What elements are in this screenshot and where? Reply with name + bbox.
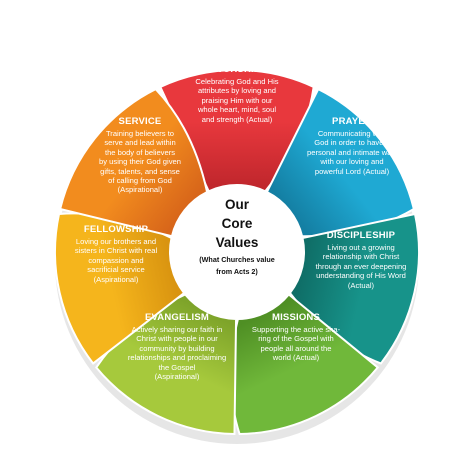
center-hub [170, 185, 304, 319]
segment-description: Living out a growing relationship with C… [315, 243, 407, 290]
segment-description: Communicating with God in order to have … [307, 129, 397, 176]
segment-description: Supporting the active sha- ring of the G… [251, 325, 341, 363]
segment-title: WORSHIP [213, 64, 261, 75]
segment-service: SERVICE Training believers to serve and … [84, 116, 196, 195]
segment-title: SERVICE [118, 116, 162, 127]
segment-fellowship: FELLOWSHIP Loving our brothers and siste… [64, 224, 168, 284]
segment-description: Actively sharing our faith in Christ wit… [127, 325, 227, 382]
center-title-line: Core [221, 216, 253, 231]
segment-title: DISCIPLESHIP [326, 230, 396, 241]
center-subtitle-line: from Acts 2) [216, 267, 258, 276]
center-title-line: Our [224, 197, 249, 212]
segment-title: EVANGELISM [144, 312, 210, 323]
segment-evangelism: EVANGELISM Actively sharing our faith in… [118, 312, 236, 381]
segment-description: Training believers to serve and lead wit… [99, 129, 181, 195]
segment-discipleship: DISCIPLESHIP Living out a growing relati… [306, 230, 416, 290]
segment-worship: WORSHIP Celebrating God and His attribut… [185, 64, 289, 124]
center-subtitle-line: (What Churches value [199, 255, 275, 264]
segment-title: PRAYER [332, 116, 372, 127]
segment-description: Loving our brothers and sisters in Chris… [74, 237, 158, 284]
segment-title: MISSIONS [271, 312, 321, 323]
segment-missions: MISSIONS Supporting the active sha- ring… [242, 312, 350, 363]
segment-title: FELLOWSHIP [83, 224, 149, 235]
segment-description: Celebrating God and His attributes by lo… [195, 77, 279, 124]
segment-prayer: PRAYER Communicating with God in order t… [296, 116, 408, 176]
center-title-line: Values [215, 235, 259, 250]
center-label: Our Core Values (What Churches value fro… [177, 195, 297, 276]
